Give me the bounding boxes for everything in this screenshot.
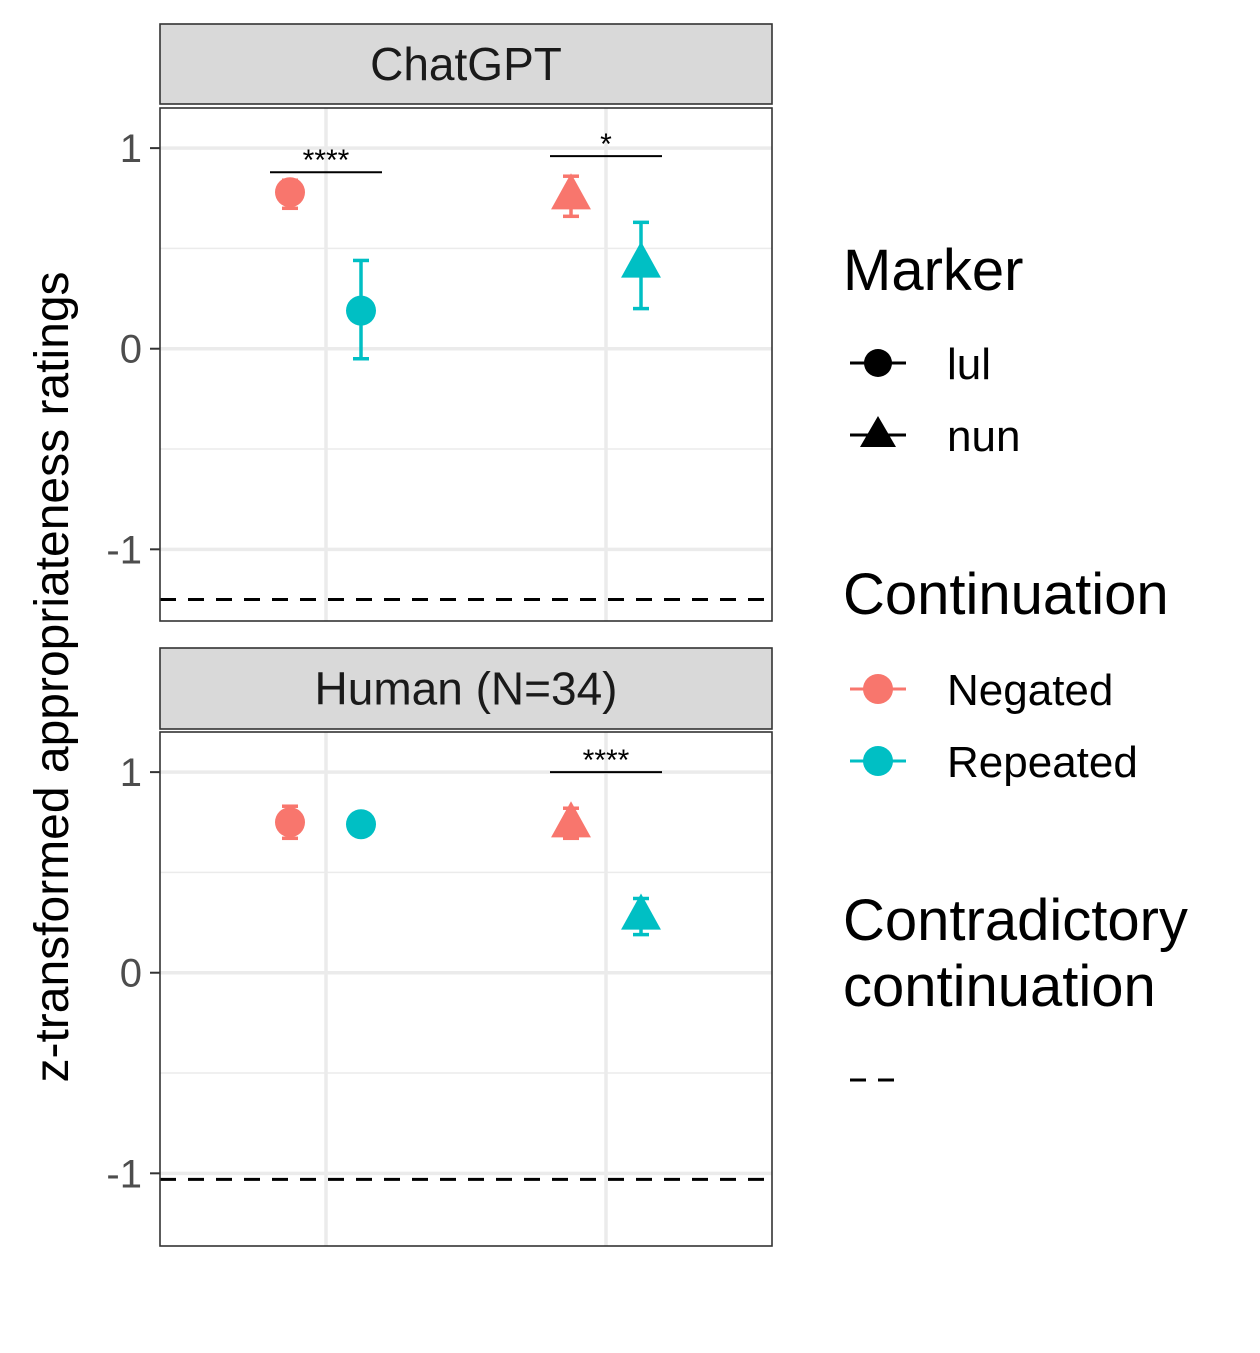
facet-panel-1: ChatGPT-101***** bbox=[106, 23, 773, 622]
legend-entry-label: nun bbox=[947, 412, 1020, 461]
data-point-triangle bbox=[621, 893, 661, 930]
legend-key-circle bbox=[864, 349, 892, 377]
significance-label: **** bbox=[583, 744, 630, 777]
legend-title: Marker bbox=[843, 238, 1023, 303]
legend-entry-label: lul bbox=[947, 340, 991, 389]
y-tick-label: 0 bbox=[120, 952, 142, 996]
panel-border bbox=[159, 107, 773, 622]
y-tick-label: 1 bbox=[120, 127, 142, 171]
y-tick-label: -1 bbox=[106, 1152, 142, 1196]
y-tick-label: 1 bbox=[120, 751, 142, 795]
legend-key-circle bbox=[863, 674, 893, 704]
data-point-triangle bbox=[551, 801, 591, 838]
y-tick-label: -1 bbox=[106, 528, 142, 572]
legend-entry-label: Repeated bbox=[947, 738, 1138, 787]
data-point-circle bbox=[346, 809, 376, 840]
panel-background bbox=[160, 108, 772, 621]
data-point-circle bbox=[275, 807, 305, 838]
legend-entry-label: Negated bbox=[947, 666, 1113, 715]
legend: Marker lul nunContinuationNegatedRepeatedC… bbox=[843, 238, 1188, 1082]
significance-label: **** bbox=[303, 144, 350, 177]
data-point-triangle bbox=[551, 173, 591, 210]
y-tick-label: 0 bbox=[120, 328, 142, 372]
data-point-circle bbox=[346, 295, 376, 326]
facet-panel-2: Human (N=34) -1 0 1 **** bbox=[106, 647, 773, 1247]
panel-background bbox=[160, 732, 772, 1246]
facet-strip bbox=[159, 23, 773, 105]
legend-title: continuation bbox=[843, 954, 1156, 1019]
y-axis-label: z-transformed appropriateness ratings bbox=[26, 271, 79, 1082]
legend-title: Continuation bbox=[843, 562, 1169, 627]
legend-key-triangle bbox=[860, 416, 896, 447]
facet-strip bbox=[159, 647, 773, 730]
significance-label: * bbox=[600, 128, 612, 161]
panel-border bbox=[159, 731, 773, 1247]
legend-key-circle bbox=[863, 746, 893, 776]
facet-title: ChatGPT bbox=[370, 38, 562, 90]
legend-title: Contradictory bbox=[843, 888, 1188, 953]
data-point-triangle bbox=[621, 241, 661, 278]
facet-title: Human (N=34) bbox=[315, 663, 618, 715]
data-point-circle bbox=[275, 177, 305, 208]
